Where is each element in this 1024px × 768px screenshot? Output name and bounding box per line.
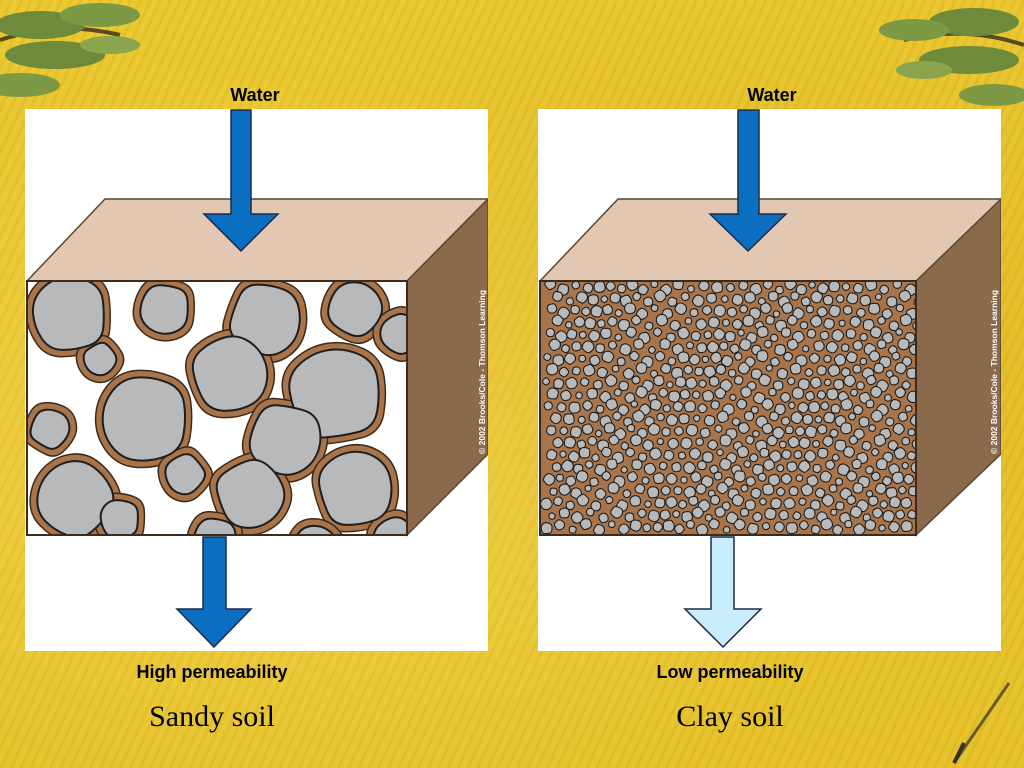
pine-branch-left-decoration (0, 3, 140, 97)
sandy-soil-panel: © 2002 Brooks/Cole - Thomson Learning (25, 109, 488, 651)
sandy-soil-particles (27, 281, 407, 535)
water-inflow-arrow-right (708, 109, 788, 253)
sandy-soil-block-diagram (25, 109, 488, 649)
soil-name-right: Clay soil (676, 700, 784, 733)
pen-decoration (952, 682, 1011, 764)
clay-soil-panel: © 2002 Brooks/Cole - Thomson Learning (538, 109, 1001, 651)
copyright-credit-right: © 2002 Brooks/Cole - Thomson Learning (989, 289, 999, 454)
water-inflow-arrow-left (202, 109, 280, 253)
clay-soil-particles (540, 281, 916, 535)
water-outflow-arrow-left (175, 536, 253, 649)
clay-soil-block-diagram (538, 109, 1001, 649)
water-label-left: Water (230, 85, 280, 105)
water-outflow-arrow-right (683, 536, 763, 649)
copyright-credit-left: © 2002 Brooks/Cole - Thomson Learning (477, 289, 487, 454)
pine-branch-right-decoration (879, 8, 1024, 106)
permeability-label-right: Low permeability (656, 662, 804, 682)
permeability-label-left: High permeability (136, 662, 288, 682)
soil-name-left: Sandy soil (149, 700, 275, 733)
water-label-right: Water (747, 85, 797, 105)
